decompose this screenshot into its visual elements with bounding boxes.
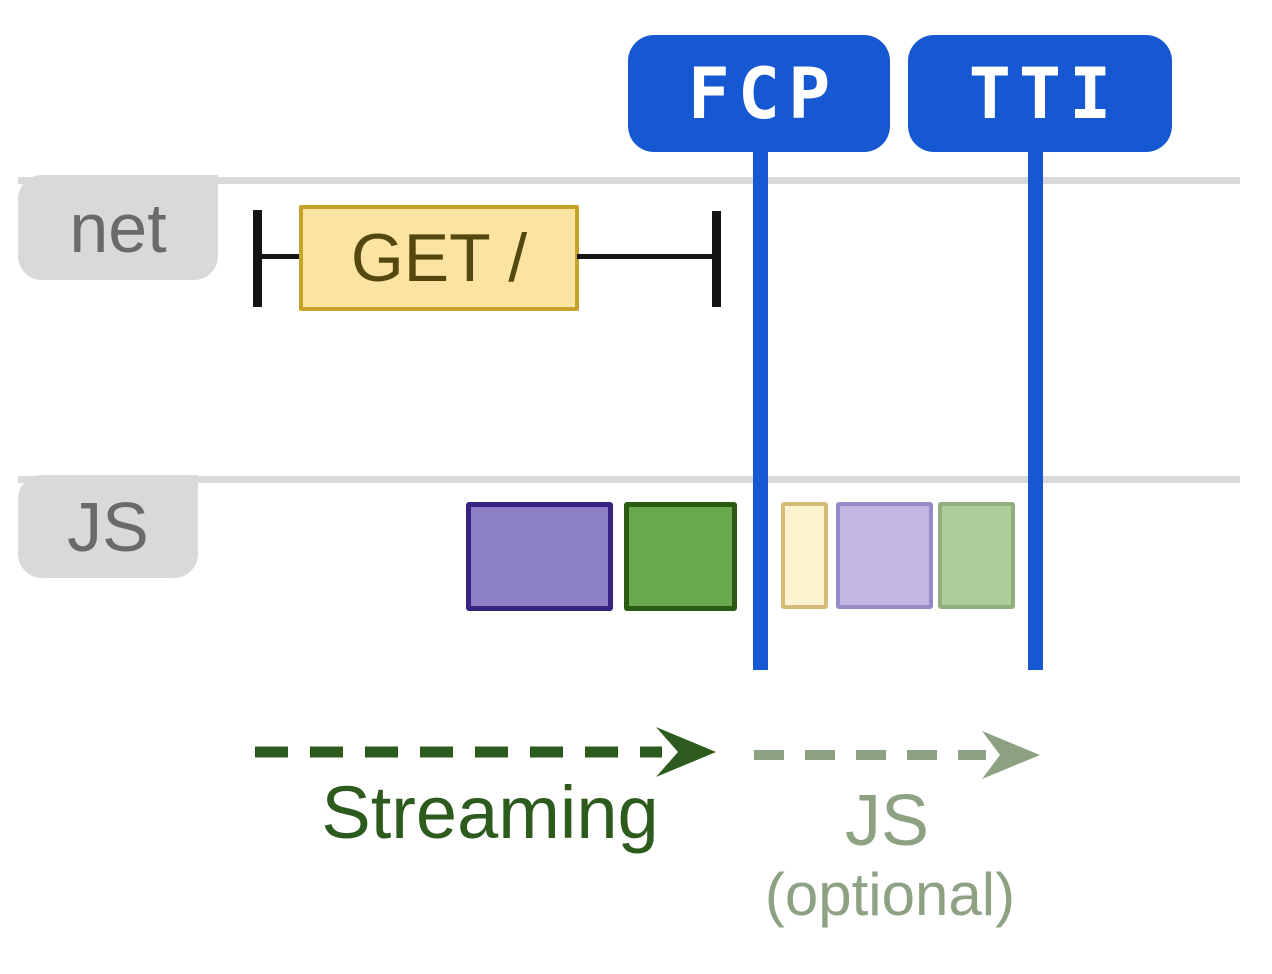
fcp-marker-line <box>753 140 768 670</box>
network-request-box: GET / <box>299 205 579 311</box>
request-start-connector <box>258 254 304 259</box>
fcp-badge: FCP <box>628 35 890 152</box>
js-optional-label: JS <box>844 781 930 861</box>
request-end-tick <box>712 211 721 307</box>
js-chunk-green-faded <box>938 502 1015 609</box>
js-optional-arrow-head <box>982 731 1040 779</box>
net-lane-label-text: net <box>69 188 167 267</box>
js-chunk-green-solid <box>624 502 737 611</box>
js-chunk-purple-solid <box>466 502 613 611</box>
js-lane-label-text: JS <box>67 487 149 566</box>
js-chunk-yellow-faded <box>781 502 828 609</box>
js-optional-sublabel: (optional) <box>764 861 1016 928</box>
js-lane-line <box>18 476 1240 483</box>
tti-marker-line <box>1028 140 1043 670</box>
tti-badge: TTI <box>908 35 1172 152</box>
net-lane-label: net <box>18 175 218 280</box>
fcp-badge-label: FCP <box>687 52 839 135</box>
tti-badge-label: TTI <box>968 52 1120 135</box>
net-lane-line <box>18 177 1240 184</box>
network-request-label: GET / <box>350 220 528 296</box>
request-start-tick <box>253 210 262 307</box>
js-chunk-purple-faded <box>836 502 933 609</box>
js-lane-label: JS <box>18 475 198 578</box>
request-end-connector <box>577 254 717 259</box>
streaming-label: Streaming <box>321 771 659 854</box>
